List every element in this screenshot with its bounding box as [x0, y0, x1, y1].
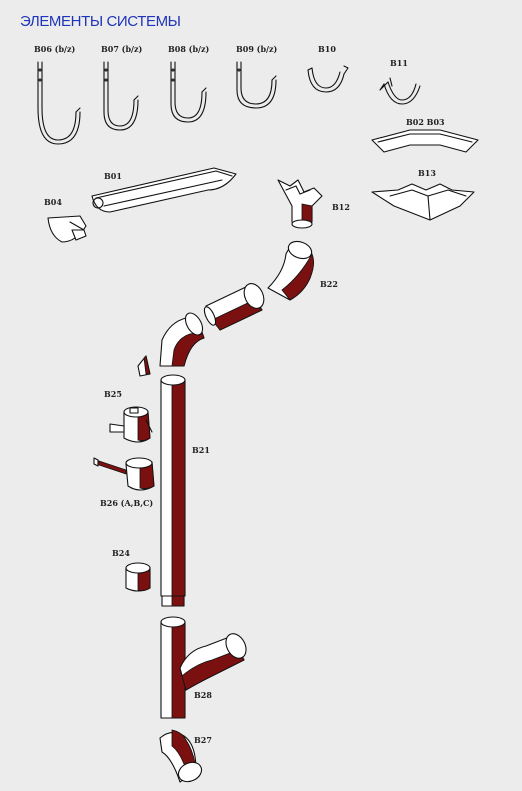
label-b08: B08 (b/z) [168, 44, 210, 54]
bracket-b08 [170, 61, 207, 123]
label-b21: B21 [192, 445, 210, 455]
label-b06: B06 (b/z) [34, 44, 76, 54]
pipe-b21 [160, 374, 186, 607]
pipe-bracket-b26 [93, 457, 155, 491]
label-b24: B24 [112, 548, 130, 558]
diagram-title: ЭЛЕМЕНТЫ СИСТЕМЫ [20, 13, 181, 30]
bracket-b07 [103, 61, 139, 131]
label-b02-b03: B02 B03 [406, 117, 445, 127]
outlet-elbow-b27 [159, 729, 203, 783]
gutter-corner-b13 [371, 183, 475, 221]
bracket-b10 [307, 65, 349, 93]
label-b22: B22 [320, 279, 338, 289]
bracket-b11 [379, 77, 421, 105]
bracket-b06 [37, 61, 81, 145]
label-b10: B10 [318, 44, 336, 54]
label-b12: B12 [332, 202, 350, 212]
label-b01: B01 [104, 171, 122, 181]
label-b07: B07 (b/z) [101, 44, 143, 54]
pipe-segment [203, 283, 265, 331]
wedge-piece [137, 355, 151, 377]
label-b26: B26 (A,B,C) [100, 498, 153, 508]
label-b09: B09 (b/z) [236, 44, 278, 54]
label-b13: B13 [418, 168, 436, 178]
funnel-b12 [277, 179, 323, 229]
gutter-corner-b02-b03 [371, 129, 479, 153]
label-b28: B28 [194, 690, 212, 700]
elbow-b22 [267, 240, 314, 301]
gutter-b01 [91, 167, 237, 213]
label-b27: B27 [194, 735, 212, 745]
pipe-elbow [159, 312, 205, 367]
gutter-end-cap-b04 [47, 215, 87, 243]
label-b11: B11 [390, 58, 408, 68]
label-b25: B25 [104, 389, 122, 399]
bracket-b09 [236, 61, 277, 109]
end-cap-b24 [125, 562, 151, 592]
branch-b28 [160, 616, 247, 719]
clamp-b25 [109, 406, 153, 443]
label-b04: B04 [44, 197, 62, 207]
